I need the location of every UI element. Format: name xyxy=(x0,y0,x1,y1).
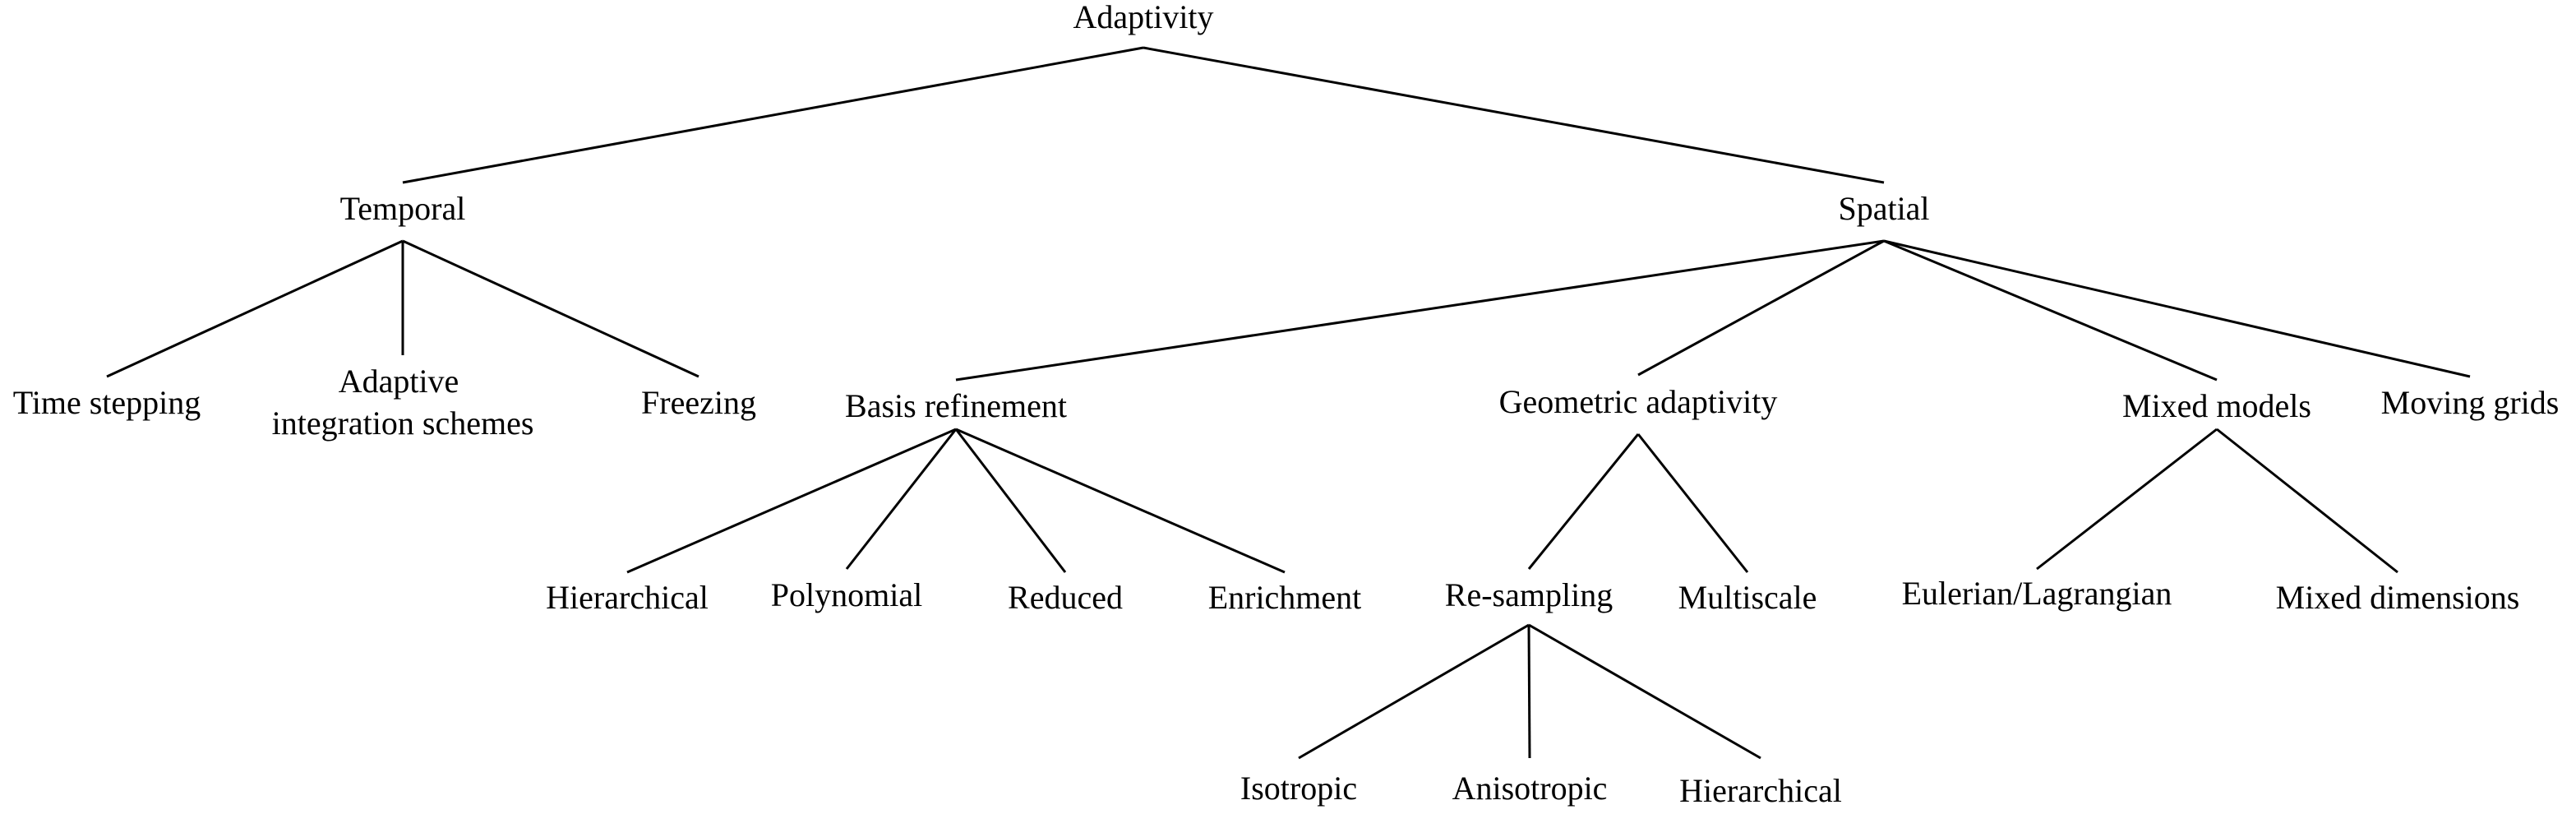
edge-spatial-to-moving-grids xyxy=(1883,239,2471,378)
edge-re-sampling-to-isotropic xyxy=(1298,623,1530,760)
edge-geometric-adaptivity-to-re-sampling xyxy=(1527,433,1640,570)
node-hierarchical-resampling: Hierarchical xyxy=(1679,772,1842,809)
node-multiscale: Multiscale xyxy=(1678,579,1817,616)
edge-basis-refinement-to-reduced xyxy=(954,428,1067,573)
edge-basis-refinement-to-hierarchical-basis xyxy=(626,428,957,574)
node-eulerian-lagrangian: Eulerian/Lagrangian xyxy=(1902,575,2172,612)
node-polynomial: Polynomial xyxy=(771,576,922,613)
edge-adaptivity-to-temporal xyxy=(402,46,1144,184)
edge-spatial-to-basis-refinement xyxy=(955,239,1885,382)
edge-mixed-models-to-mixed-dimensions xyxy=(2216,428,2398,574)
node-adaptive-integration-line1: Adaptive xyxy=(339,363,459,400)
node-adaptivity: Adaptivity xyxy=(1073,0,1213,35)
node-isotropic: Isotropic xyxy=(1240,770,1357,807)
node-time-stepping: Time stepping xyxy=(13,384,201,421)
node-re-sampling: Re-sampling xyxy=(1445,576,1613,613)
node-moving-grids: Moving grids xyxy=(2381,384,2560,421)
node-adaptive-integration: Adaptive integration schemes xyxy=(272,363,534,442)
edge-spatial-to-geometric-adaptivity xyxy=(1637,239,1885,377)
node-basis-refinement: Basis refinement xyxy=(845,387,1067,424)
edge-mixed-models-to-eulerian-lagrangian xyxy=(2036,428,2218,571)
edge-spatial-to-mixed-models xyxy=(1883,239,2218,382)
node-reduced: Reduced xyxy=(1008,579,1123,616)
edge-basis-refinement-to-polynomial xyxy=(845,428,958,570)
node-spatial: Spatial xyxy=(1838,190,1929,227)
node-temporal: Temporal xyxy=(340,190,466,227)
tree-edges xyxy=(106,46,2471,760)
edge-re-sampling-to-anisotropic xyxy=(1527,624,1531,759)
node-enrichment: Enrichment xyxy=(1208,579,1362,616)
edge-geometric-adaptivity-to-multiscale xyxy=(1637,433,1749,573)
node-geometric-adaptivity: Geometric adaptivity xyxy=(1499,383,1778,420)
edge-temporal-to-freezing xyxy=(402,239,699,378)
node-mixed-dimensions: Mixed dimensions xyxy=(2276,579,2520,616)
node-freezing: Freezing xyxy=(641,384,756,421)
node-hierarchical-basis: Hierarchical xyxy=(546,579,709,616)
edge-basis-refinement-to-enrichment xyxy=(955,428,1286,574)
edge-temporal-to-time-stepping xyxy=(106,239,404,378)
node-mixed-models: Mixed models xyxy=(2122,387,2311,424)
edge-re-sampling-to-hierarchical-resampling xyxy=(1528,623,1761,760)
tree-nodes: Adaptivity Temporal Spatial Time steppin… xyxy=(13,0,2560,809)
edge-adaptivity-to-spatial xyxy=(1143,46,1885,184)
node-anisotropic: Anisotropic xyxy=(1452,770,1608,807)
node-adaptive-integration-line2: integration schemes xyxy=(272,405,534,442)
